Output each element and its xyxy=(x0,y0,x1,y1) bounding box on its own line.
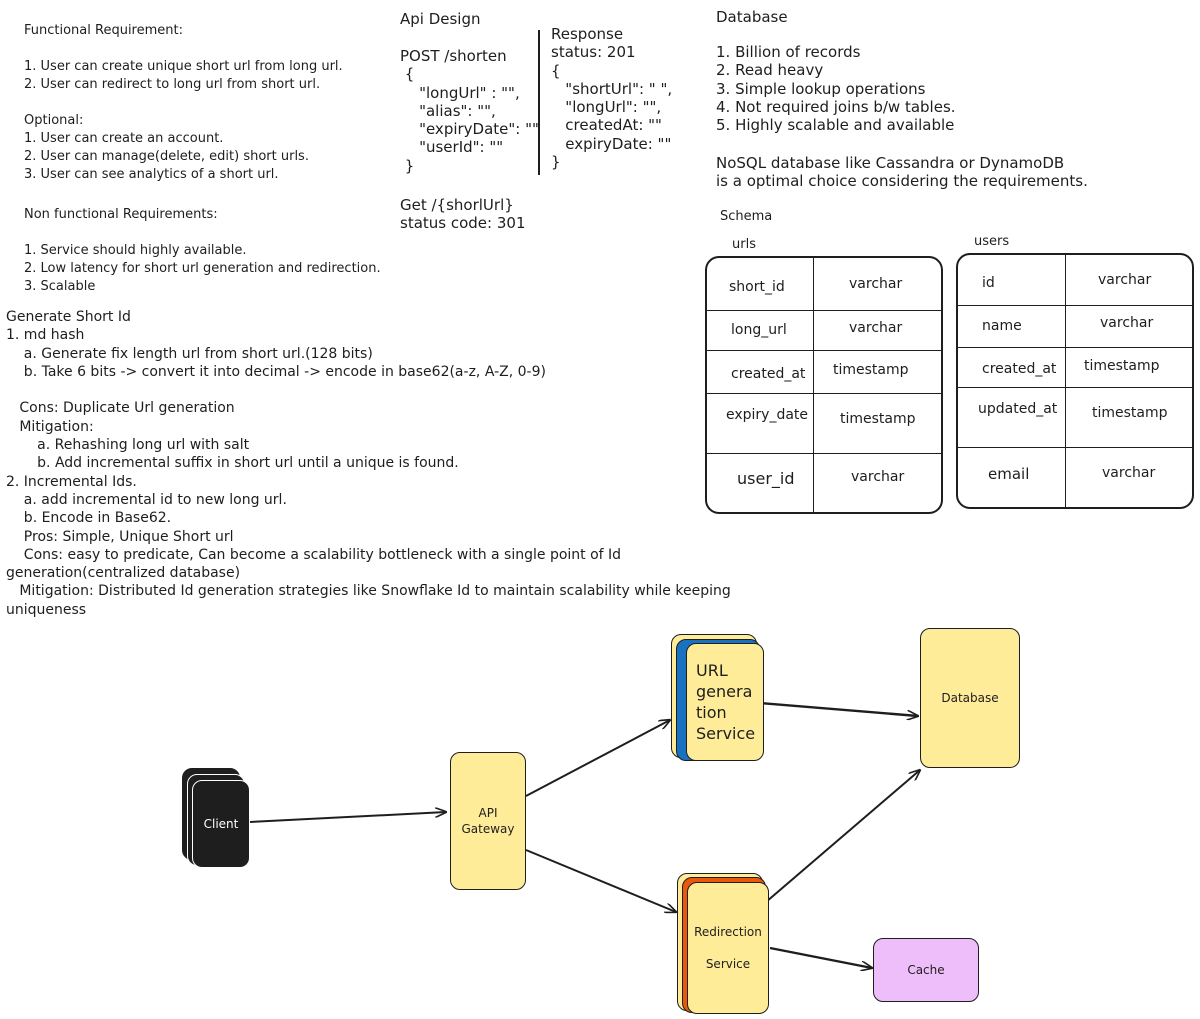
functional-requirements: Functional Requirement: 1. User can crea… xyxy=(24,23,343,182)
users-table-name: users xyxy=(974,234,1010,249)
api-gateway-node[interactable]: API Gateway xyxy=(450,752,526,890)
non-functional-requirements: Non functional Requirements: 1. Service … xyxy=(24,207,381,294)
database-choice: NoSQL database like Cassandra or DynamoD… xyxy=(716,154,1088,191)
arrow-redirection-to-cache xyxy=(769,946,872,968)
table-row: id varchar xyxy=(958,255,1192,306)
table-row: updated_at timestamp xyxy=(958,387,1192,448)
api-request-body: POST /shorten { "longUrl" : "", "alias":… xyxy=(400,47,539,175)
database-points: 1. Billion of records 2. Read heavy 3. S… xyxy=(716,43,956,135)
table-row: name varchar xyxy=(958,305,1192,348)
api-divider xyxy=(538,30,540,175)
table-row: user_id varchar xyxy=(737,469,905,488)
table-row: long_url varchar xyxy=(707,310,941,351)
arrow-gateway-to-url-service xyxy=(525,720,670,797)
api-design-title: Api Design xyxy=(400,10,481,28)
users-table: id varchar name varchar created_at times… xyxy=(956,253,1194,509)
cache-node[interactable]: Cache xyxy=(873,938,979,1002)
arrow-url-service-to-database xyxy=(759,701,918,716)
api-get-endpoint: Get /{shorlUrl} status code: 301 xyxy=(400,196,526,233)
urls-table-name: urls xyxy=(732,237,756,252)
schema-label: Schema xyxy=(720,209,773,224)
arrow-client-to-gateway xyxy=(249,812,446,823)
database-node[interactable]: Database xyxy=(920,628,1020,768)
table-row: short_id varchar xyxy=(707,258,941,311)
urls-table: short_id varchar long_url varchar create… xyxy=(705,256,943,514)
table-row: expiry_date timestamp xyxy=(707,393,941,454)
database-title: Database xyxy=(716,8,788,26)
table-row: created_at timestamp xyxy=(958,347,1192,388)
url-generation-service-node[interactable]: URL genera tion Service xyxy=(686,643,764,761)
table-row: email varchar xyxy=(988,465,1156,483)
arrow-gateway-to-redirection xyxy=(525,849,676,912)
table-row: created_at timestamp xyxy=(707,350,941,394)
redirection-service-node[interactable]: Redirection Service xyxy=(687,882,769,1014)
client-node[interactable]: Client xyxy=(192,780,250,868)
api-response: Response status: 201 { "shortUrl": " ", … xyxy=(551,25,673,172)
arrow-redirection-to-database xyxy=(765,770,920,903)
short-id-strategies: Generate Short Id 1. md hash a. Generate… xyxy=(6,309,731,618)
